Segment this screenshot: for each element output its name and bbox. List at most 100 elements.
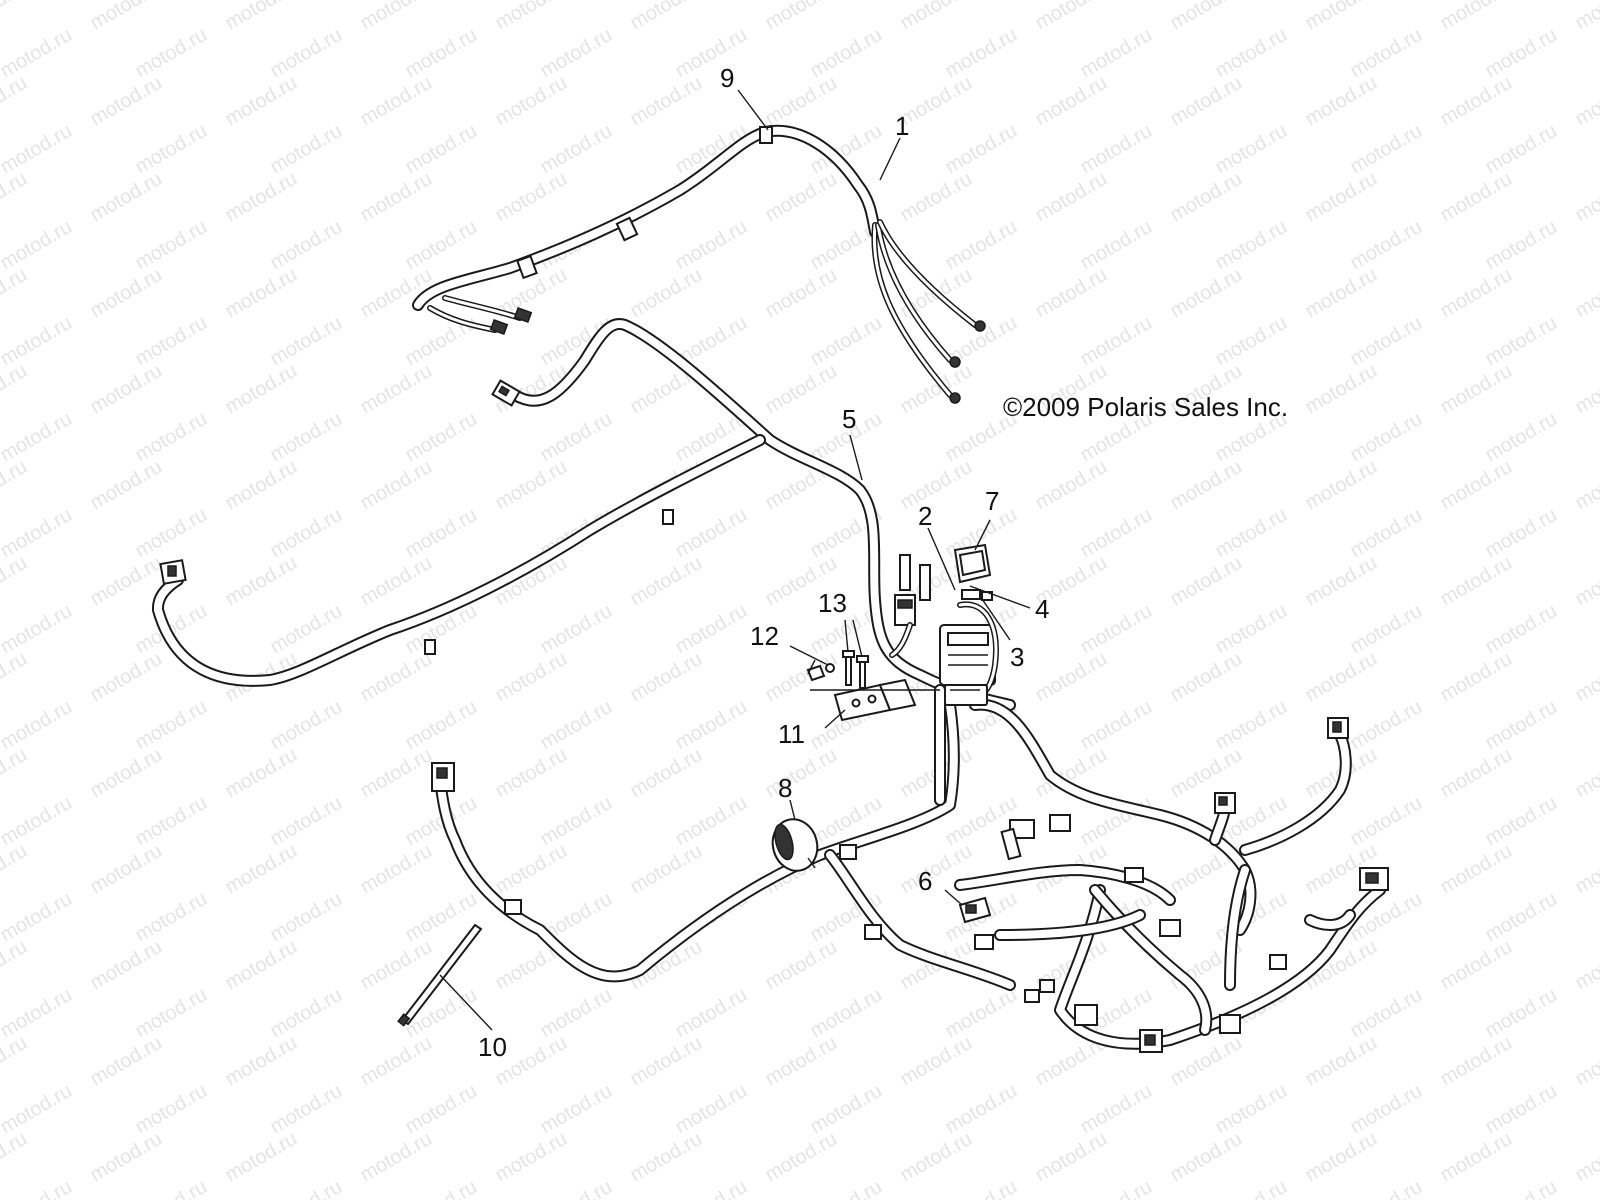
watermark-text: motod.ru [1482, 216, 1561, 275]
watermark-text: motod.ru [132, 792, 211, 851]
watermark-text: motod.ru [1077, 1080, 1156, 1139]
nut-part-12 [806, 663, 835, 682]
watermark-text: motod.ru [1482, 312, 1561, 371]
watermark-text: motod.ru [402, 120, 481, 179]
watermark-text: motod.ru [357, 936, 436, 995]
relay-cover-part-7 [953, 543, 992, 584]
watermark-text: motod.ru [537, 1176, 616, 1200]
watermark-text: motod.ru [762, 1128, 841, 1187]
watermark-text: motod.ru [222, 1032, 301, 1091]
leader-lines [439, 89, 1031, 1031]
watermark-text: motod.ru [897, 360, 976, 419]
watermark-text: motod.ru [0, 696, 76, 755]
watermark-text: motod.ru [1347, 792, 1426, 851]
watermark-text: motod.ru [1437, 936, 1516, 995]
watermark-text: motod.ru [1347, 408, 1426, 467]
watermark-text: motod.ru [267, 696, 346, 755]
watermark-text: motod.ru [762, 72, 841, 131]
watermark-text: motod.ru [762, 264, 841, 323]
watermark-text: motod.ru [267, 1176, 346, 1200]
callout-10: 10 [478, 1032, 507, 1062]
watermark-text: motod.ru [267, 24, 346, 83]
watermark-text: motod.ru [807, 1176, 886, 1200]
watermark-text: motod.ru [1302, 72, 1381, 131]
watermark-text: motod.ru [0, 0, 31, 34]
watermark-text: motod.ru [807, 1080, 886, 1139]
watermark-text: motod.ru [0, 984, 76, 1043]
watermark-text: motod.ru [1032, 264, 1111, 323]
watermark-text: motod.ru [1572, 168, 1600, 227]
watermark-text: motod.ru [627, 264, 706, 323]
watermark-text: motod.ru [267, 984, 346, 1043]
watermark-text: motod.ru [0, 312, 76, 371]
watermark-text: motod.ru [1347, 984, 1426, 1043]
watermark-text: motod.ru [492, 840, 571, 899]
watermark-text: motod.ru [357, 168, 436, 227]
watermark-text: motod.ru [87, 1128, 166, 1187]
watermark-text: motod.ru [87, 72, 166, 131]
watermark-text: motod.ru [267, 888, 346, 947]
watermark-text: motod.ru [672, 600, 751, 659]
watermark-text: motod.ru [1347, 696, 1426, 755]
watermark-text: motod.ru [1302, 648, 1381, 707]
watermark-text: motod.ru [1482, 24, 1561, 83]
callout-12: 12 [750, 621, 779, 651]
callout-1: 1 [895, 111, 909, 141]
connector-part-6 [958, 896, 992, 924]
watermark-text: motod.ru [0, 744, 31, 803]
watermark-text: motod.ru [1032, 0, 1111, 34]
watermark-text: motod.ru [1572, 840, 1600, 899]
watermark-text: motod.ru [1302, 1032, 1381, 1091]
watermark-text: motod.ru [537, 408, 616, 467]
watermark-text: motod.ru [0, 360, 31, 419]
watermark-text: motod.ru [267, 120, 346, 179]
watermark-text: motod.ru [537, 600, 616, 659]
watermark-text: motod.ru [132, 1176, 211, 1200]
watermark-text: motod.ru [132, 312, 211, 371]
callout-9: 9 [720, 63, 734, 93]
watermark-text: motod.ru [132, 408, 211, 467]
watermark-text: motod.ru [357, 552, 436, 611]
watermark-text: motod.ru [942, 984, 1021, 1043]
watermark-text: motod.ru [402, 216, 481, 275]
cable-tie-part-10 [397, 923, 483, 1027]
watermark-text: motod.ru [672, 984, 751, 1043]
watermark-text: motod.ru [1302, 168, 1381, 227]
watermark-text: motod.ru [1167, 456, 1246, 515]
watermark-text: motod.ru [1167, 264, 1246, 323]
watermark-text: motod.ru [1437, 360, 1516, 419]
watermark-text: motod.ru [357, 360, 436, 419]
watermark-text: motod.ru [1482, 792, 1561, 851]
fuse-box-part-2 [939, 601, 999, 706]
watermark-text: motod.ru [627, 552, 706, 611]
upper-harness-part-1 [412, 124, 986, 404]
watermark-text: motod.ru [0, 120, 76, 179]
watermark-text: motod.ru [1347, 504, 1426, 563]
watermark-text: motod.ru [1437, 72, 1516, 131]
watermark-text: motod.ru [627, 1032, 706, 1091]
watermark-text: motod.ru [1347, 120, 1426, 179]
harness-connectors [159, 379, 1389, 1053]
watermark-text: motod.ru [1572, 0, 1600, 34]
watermark-text: motod.ru [1572, 72, 1600, 131]
watermark-text: motod.ru [402, 504, 481, 563]
watermark-text: motod.ru [1302, 0, 1381, 34]
watermark-text: motod.ru [0, 840, 31, 899]
callout-labels: 1 2 3 4 5 6 7 8 9 10 11 12 13 [478, 63, 1049, 1062]
watermark-text: motod.ru [1302, 1128, 1381, 1187]
watermark-text: motod.ru [672, 792, 751, 851]
watermark-text: motod.ru [1347, 600, 1426, 659]
watermark-text: motod.ru [267, 1080, 346, 1139]
watermark-text: motod.ru [1212, 24, 1291, 83]
watermark-text: motod.ru [1572, 936, 1600, 995]
watermark-text: motod.ru [1077, 216, 1156, 275]
watermark-text: motod.ru [1077, 312, 1156, 371]
watermark-text: motod.ru [1032, 648, 1111, 707]
watermark-text: motod.ru [1437, 744, 1516, 803]
watermark-text: motod.ru [537, 696, 616, 755]
buzzer-part-8 [771, 818, 819, 872]
watermark-text: motod.ru [132, 24, 211, 83]
watermark-text: motod.ru [1482, 1176, 1561, 1200]
watermark-text: motod.ru [1212, 600, 1291, 659]
watermark-text: motod.ru [1212, 1176, 1291, 1200]
